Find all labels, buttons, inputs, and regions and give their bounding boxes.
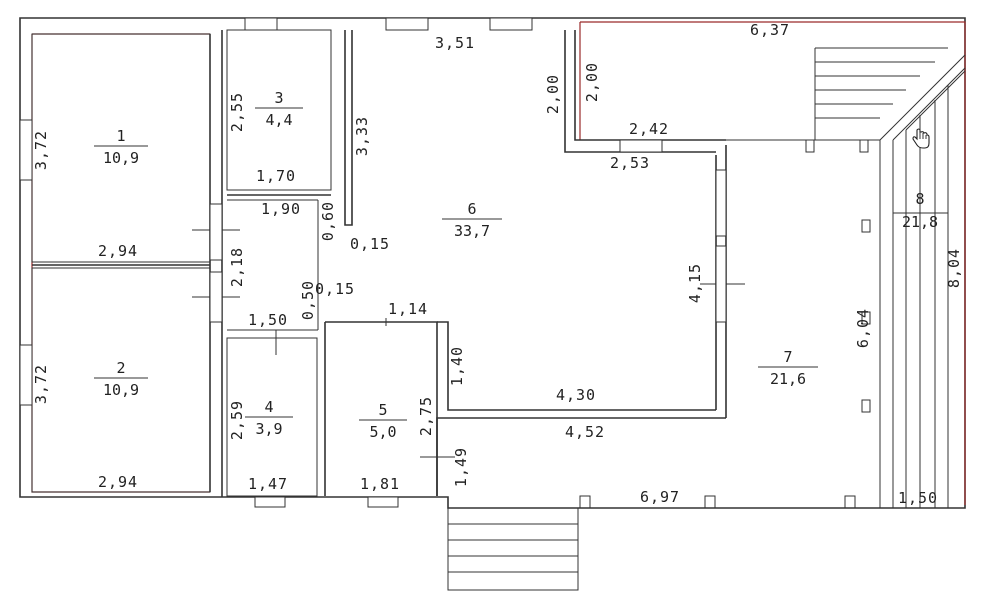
room-number: 5 bbox=[378, 401, 387, 419]
room-1: 1 10,9 bbox=[94, 127, 148, 167]
dim-label: 2,59 bbox=[228, 400, 246, 440]
dim-label: 1,50 bbox=[248, 311, 288, 329]
room-6: 6 33,7 bbox=[442, 200, 502, 240]
room-area: 5,0 bbox=[369, 423, 396, 441]
dim-label: 1,49 bbox=[452, 447, 470, 487]
room-4: 4 3,9 bbox=[245, 398, 293, 438]
room-7: 7 21,6 bbox=[758, 348, 818, 388]
dim-label: 3,72 bbox=[32, 364, 50, 404]
room-number: 4 bbox=[264, 398, 273, 416]
room-area: 3,9 bbox=[255, 420, 282, 438]
room-number: 6 bbox=[467, 200, 476, 218]
dim-label: 8,04 bbox=[945, 248, 963, 288]
dim-label: 1,40 bbox=[448, 346, 466, 386]
dim-label: 0,50 bbox=[299, 280, 317, 320]
dim-label: 1,70 bbox=[256, 167, 296, 185]
dim-label: 3,51 bbox=[435, 34, 475, 52]
vertical-dimension-labels: 3,72 3,72 2,55 3,33 2,00 2,00 0,60 2,18 … bbox=[32, 62, 963, 487]
dim-label: 1,47 bbox=[248, 475, 288, 493]
dim-label: 1,81 bbox=[360, 475, 400, 493]
dim-label: 4,15 bbox=[686, 263, 704, 303]
dim-label: 2,94 bbox=[98, 242, 138, 260]
room-area: 21,6 bbox=[770, 370, 806, 388]
dim-label: 2,53 bbox=[610, 154, 650, 172]
dim-label: 1,90 bbox=[261, 200, 301, 218]
room-area: 10,9 bbox=[103, 381, 139, 399]
dim-label: 4,52 bbox=[565, 423, 605, 441]
room-2: 2 10,9 bbox=[94, 359, 148, 399]
dim-label: 2,75 bbox=[417, 396, 435, 436]
room-number: 8 bbox=[915, 190, 924, 208]
hand-cursor-icon bbox=[912, 128, 930, 149]
building-walls bbox=[19, 17, 966, 591]
dim-label: 0,15 bbox=[350, 235, 390, 253]
windows bbox=[19, 17, 727, 508]
dim-label: 0,15 bbox=[315, 280, 355, 298]
dim-label: 6,04 bbox=[854, 308, 872, 348]
dim-label: 2,55 bbox=[228, 92, 246, 132]
room-3: 3 4,4 bbox=[255, 89, 303, 129]
dim-label: 2,00 bbox=[544, 74, 562, 114]
dim-label: 6,37 bbox=[750, 21, 790, 39]
room-number: 2 bbox=[116, 359, 125, 377]
room-8: 8 21,8 bbox=[902, 190, 938, 231]
room-number: 7 bbox=[783, 348, 792, 366]
dim-label: 3,33 bbox=[353, 116, 371, 156]
dim-label: 6,97 bbox=[640, 488, 680, 506]
dim-label: 1,50 bbox=[898, 489, 938, 507]
dim-label: 2,42 bbox=[629, 120, 669, 138]
dim-label: 2,00 bbox=[583, 62, 601, 102]
dim-label: 2,18 bbox=[228, 247, 246, 287]
room-area: 4,4 bbox=[265, 111, 292, 129]
room-area: 10,9 bbox=[103, 149, 139, 167]
dim-label: 2,94 bbox=[98, 473, 138, 491]
dim-label: 4,30 bbox=[556, 386, 596, 404]
room-number: 1 bbox=[116, 127, 125, 145]
dim-label: 3,72 bbox=[32, 130, 50, 170]
dim-label: 1,14 bbox=[388, 300, 428, 318]
dim-label: 0,60 bbox=[319, 201, 337, 241]
room-number: 3 bbox=[274, 89, 283, 107]
room-5: 5 5,0 bbox=[359, 401, 407, 441]
dimension-labels: 3,51 6,37 2,42 2,53 1,70 1,90 0,15 2,94 … bbox=[98, 21, 938, 507]
room-area: 21,8 bbox=[902, 213, 938, 231]
room-area: 33,7 bbox=[454, 222, 490, 240]
